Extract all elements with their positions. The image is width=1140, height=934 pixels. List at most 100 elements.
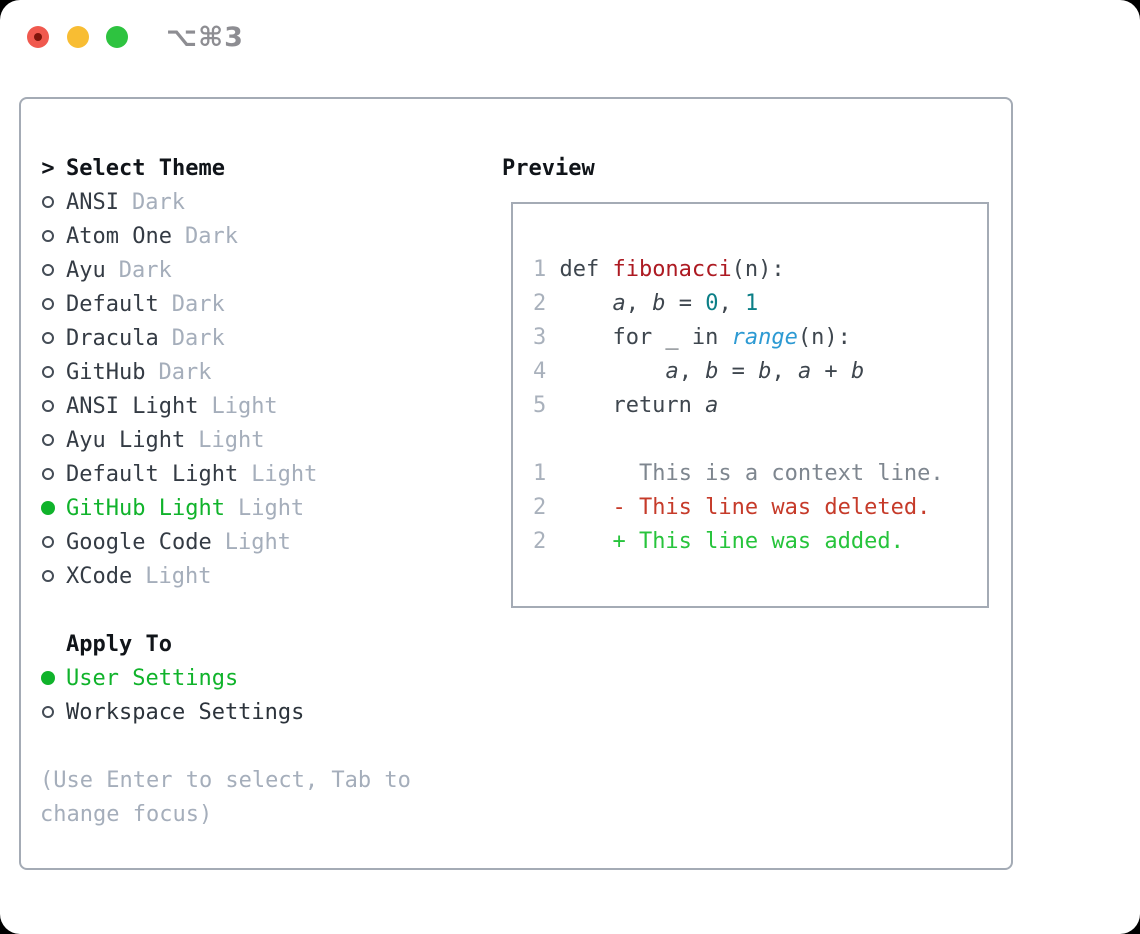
theme-name[interactable]: Ayu — [66, 257, 106, 283]
select-theme-title: Select Theme — [66, 155, 225, 181]
code-token-builtin: range — [731, 324, 798, 350]
code-token-plain: for _ in — [559, 324, 732, 350]
theme-name[interactable]: GitHub — [66, 359, 146, 385]
theme-variant-tag: Light — [251, 461, 318, 487]
minimize-button[interactable] — [67, 26, 89, 48]
code-token-func: fibonacci — [612, 256, 732, 282]
radio-icon[interactable] — [42, 264, 54, 276]
code-line: 3 for _ in range(n): — [533, 320, 987, 354]
zoom-button[interactable] — [106, 26, 128, 48]
code-token-plain: , — [771, 358, 798, 384]
code-token-plain: = — [665, 290, 706, 316]
theme-name[interactable]: ANSI — [66, 189, 119, 215]
preview-header: Preview — [502, 151, 595, 185]
code-line: 5 return a — [533, 388, 987, 422]
theme-item[interactable]: Atom One Dark — [40, 219, 317, 253]
theme-variant-tag: Light — [211, 393, 278, 419]
theme-item[interactable]: Ayu Dark — [40, 253, 317, 287]
radio-icon[interactable] — [42, 570, 54, 582]
radio-selected-icon[interactable] — [41, 501, 55, 515]
close-button[interactable] — [27, 26, 49, 48]
radio-icon[interactable] — [42, 706, 54, 718]
theme-item[interactable]: ANSI Dark — [40, 185, 317, 219]
code-line: 2 a, b = 0, 1 — [533, 286, 987, 320]
preview-title: Preview — [502, 155, 595, 181]
theme-name[interactable]: Google Code — [66, 529, 212, 555]
code-token-plain: , — [625, 290, 653, 316]
apply-to-name[interactable]: User Settings — [66, 665, 239, 691]
radio-icon[interactable] — [42, 332, 54, 344]
theme-variant-tag: Light — [198, 427, 265, 453]
apply-to-header: Apply To — [40, 627, 172, 661]
apply-to-item[interactable]: Workspace Settings — [40, 695, 304, 729]
titlebar: ⌥⌘3 — [0, 0, 1140, 74]
code-token-ident: a — [612, 290, 626, 316]
code-line: 1 This is a context line. — [533, 456, 987, 490]
radio-icon[interactable] — [42, 366, 54, 378]
code-token-ident: a — [705, 392, 719, 418]
theme-name[interactable]: ANSI Light — [66, 393, 199, 419]
radio-icon[interactable] — [42, 468, 54, 480]
theme-name[interactable]: GitHub Light — [66, 495, 225, 521]
apply-to-name[interactable]: Workspace Settings — [66, 699, 305, 725]
theme-item[interactable]: Default Light Light — [40, 457, 317, 491]
theme-variant-tag: Dark — [184, 223, 238, 249]
theme-name[interactable]: XCode — [66, 563, 133, 589]
theme-variant-tag: Dark — [118, 257, 172, 283]
code-token-plain — [559, 495, 612, 520]
code-token-context: This is a context line. — [638, 460, 944, 486]
cursor-icon: > — [41, 155, 55, 181]
radio-icon[interactable] — [42, 400, 54, 412]
code-token-ident: a — [797, 358, 812, 384]
code-token-plain — [559, 291, 612, 316]
close-dot-icon — [34, 33, 42, 41]
theme-name[interactable]: Default Light — [66, 461, 239, 487]
line-number: 3 — [533, 324, 547, 350]
theme-item[interactable]: ANSI Light Light — [40, 389, 317, 423]
radio-icon[interactable] — [42, 196, 54, 208]
code-token-ident: b — [758, 358, 772, 384]
radio-icon[interactable] — [42, 434, 54, 446]
theme-item[interactable]: Ayu Light Light — [40, 423, 317, 457]
theme-name[interactable]: Atom One — [66, 223, 172, 249]
radio-icon[interactable] — [42, 230, 54, 242]
radio-icon[interactable] — [42, 536, 54, 548]
radio-selected-icon[interactable] — [41, 671, 55, 685]
code-token-ident: b — [652, 290, 666, 316]
theme-name[interactable]: Default — [66, 291, 159, 317]
line-number: 4 — [533, 358, 547, 384]
code-token-num: 1 — [744, 290, 759, 316]
theme-item[interactable]: Dracula Dark — [40, 321, 317, 355]
theme-variant-tag: Dark — [131, 189, 185, 215]
apply-to-item[interactable]: User Settings — [40, 661, 304, 695]
theme-item[interactable]: Google Code Light — [40, 525, 317, 559]
theme-variant-tag: Dark — [171, 325, 225, 351]
code-line: 2 + This line was added. — [533, 524, 987, 558]
code-token-plain: (n): — [731, 256, 785, 282]
code-token-plain — [559, 461, 638, 486]
code-token-num: 0 — [705, 290, 719, 316]
code-token-deleted: - This line was deleted. — [612, 494, 931, 520]
code-token-plain: = — [718, 358, 759, 384]
theme-name[interactable]: Dracula — [66, 325, 159, 351]
theme-name[interactable]: Ayu Light — [66, 427, 186, 453]
select-theme-header: > Select Theme — [40, 151, 225, 185]
line-number: 5 — [533, 392, 547, 418]
code-token-plain: , — [718, 290, 745, 316]
radio-icon[interactable] — [42, 298, 54, 310]
code-token-added: + This line was added. — [612, 528, 904, 554]
line-number: 2 — [533, 494, 547, 520]
theme-variant-tag: Light — [224, 529, 291, 555]
code-token-ident: b — [705, 358, 719, 384]
code-line: 4 a, b = b, a + b — [533, 354, 987, 388]
